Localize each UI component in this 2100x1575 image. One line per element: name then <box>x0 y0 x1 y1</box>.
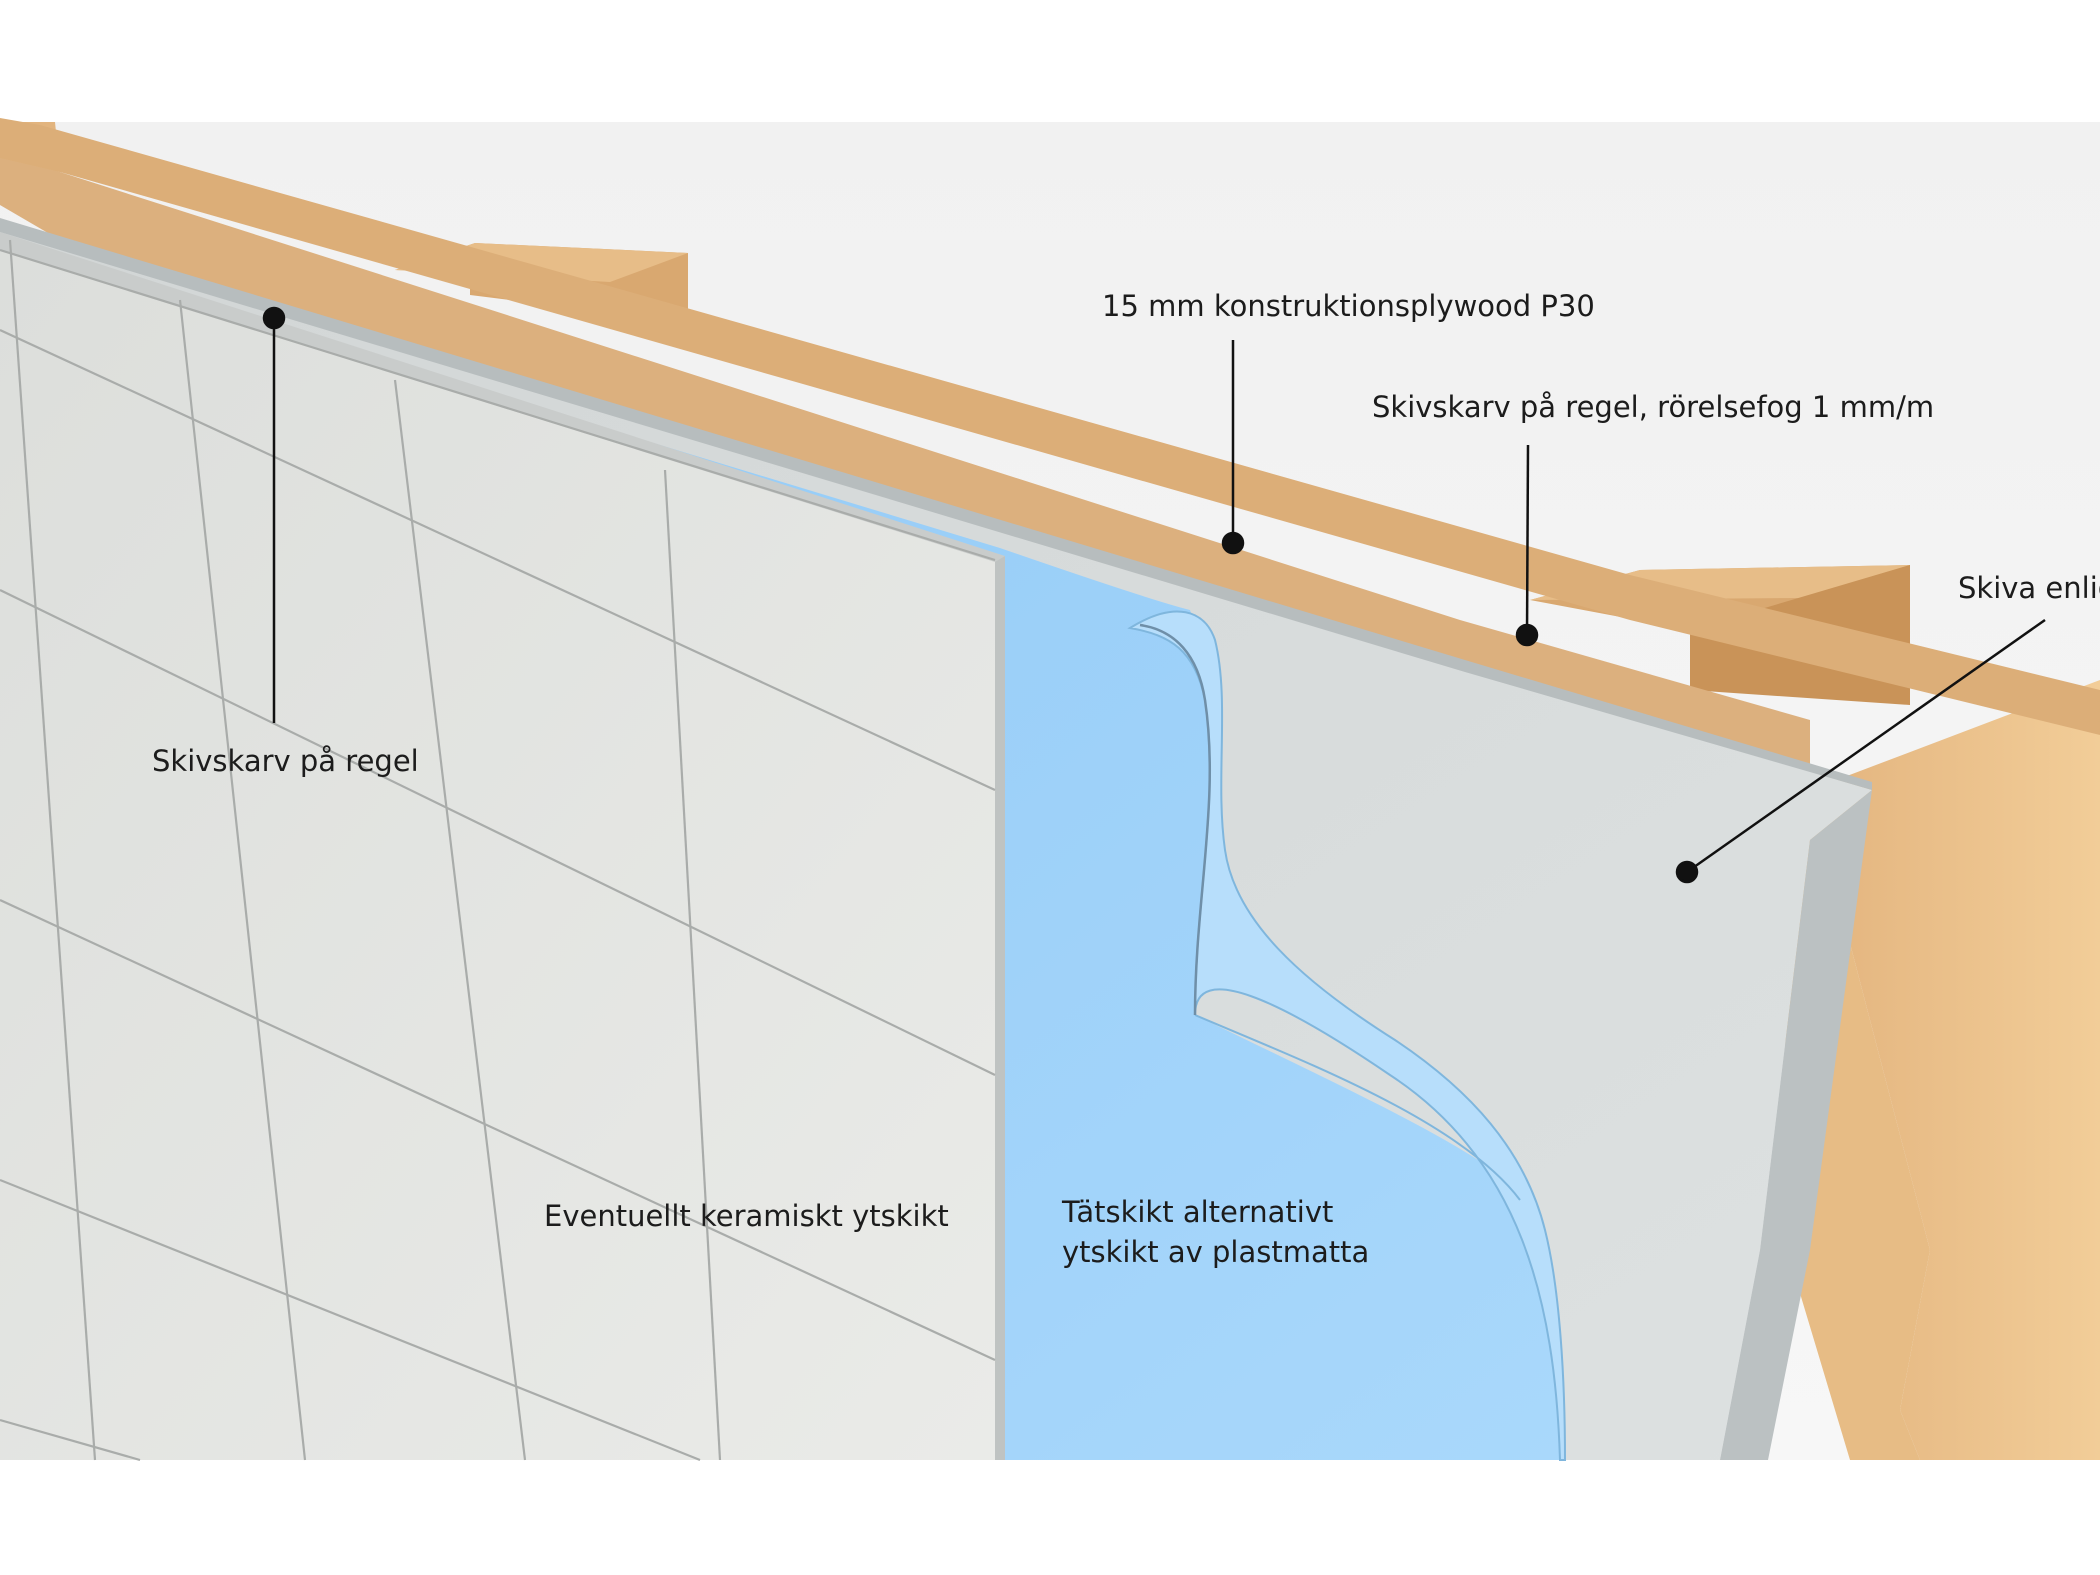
label-ceramic-text: Eventuellt keramiskt ytskikt <box>544 1199 949 1233</box>
leader-dot-joint-stud <box>262 306 286 330</box>
label-joint-movement: Skivskarv på regel, rörelsefog 1 mm/m <box>1372 387 1934 427</box>
leader-dot-plywood <box>1221 531 1245 555</box>
label-membrane: Tätskikt alternativt ytskikt av plastmat… <box>1062 1192 1369 1272</box>
label-membrane-line1: Tätskikt alternativt <box>1062 1195 1334 1229</box>
tile-top-edge <box>0 232 1005 562</box>
label-board-text: Skiva enlig <box>1958 571 2100 605</box>
tile-thickness <box>995 556 1005 1460</box>
tile-panel <box>0 250 995 1460</box>
label-plywood-text: 15 mm konstruktionsplywood P30 <box>1102 289 1595 323</box>
label-joint-stud: Skivskarv på regel <box>152 741 419 781</box>
label-membrane-line2: ytskikt av plastmatta <box>1062 1235 1370 1269</box>
label-joint-movement-text: Skivskarv på regel, rörelsefog 1 mm/m <box>1372 390 1935 424</box>
label-ceramic: Eventuellt keramiskt ytskikt <box>544 1196 949 1236</box>
plywood-top-band <box>0 118 2100 735</box>
label-joint-stud-text: Skivskarv på regel <box>152 744 419 778</box>
leader-dot-joint-movement <box>1515 623 1539 647</box>
membrane-edge-line <box>1139 623 1212 1016</box>
board-right-edge <box>1720 790 1872 1460</box>
leaders <box>262 306 2046 884</box>
label-board: Skiva enlig <box>1958 568 2100 608</box>
label-plywood: 15 mm konstruktionsplywood P30 <box>1102 286 1595 326</box>
board-top-edge <box>0 218 1872 790</box>
leader-dot-board <box>1675 860 1699 884</box>
plywood-right-edge <box>1810 680 2100 1460</box>
membrane-fold-line <box>1194 1014 1521 1201</box>
grout-lines <box>0 239 996 1462</box>
